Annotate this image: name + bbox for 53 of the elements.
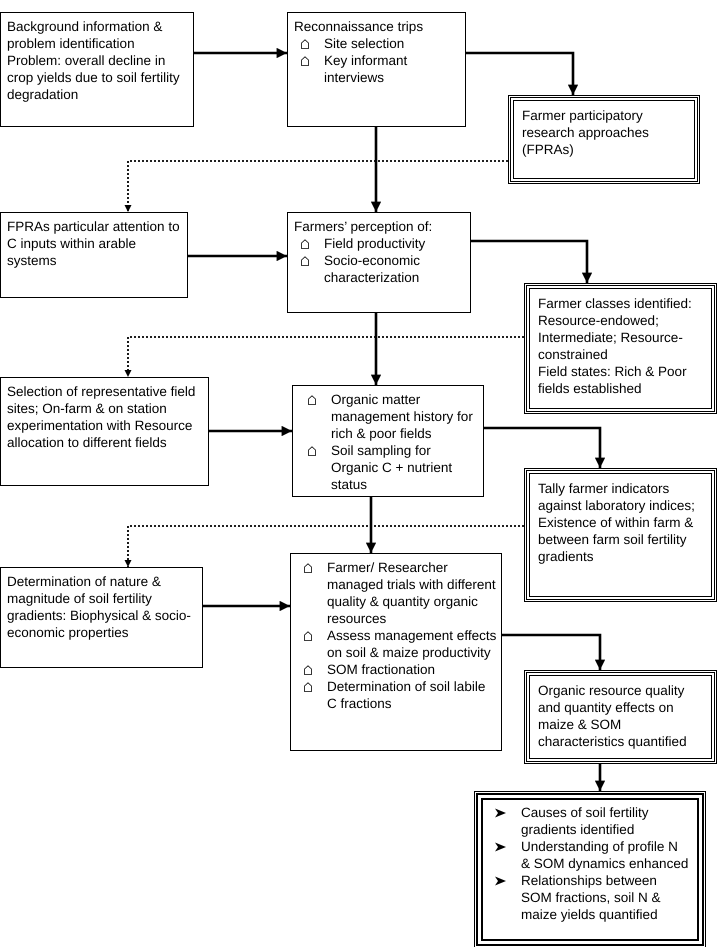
list-item-text: Understanding of profile N & SOM dynamics enhanced bbox=[521, 838, 689, 872]
box-text: Farmer participatory research approaches (FPRAs) bbox=[522, 107, 650, 158]
list-item-text: Socio-economic characterization bbox=[324, 252, 422, 286]
arrow bbox=[594, 764, 606, 791]
list-item-text: Causes of soil fertility gradients identified bbox=[521, 804, 650, 838]
outcome-box bbox=[526, 470, 715, 600]
box-text: FPRAs particular attention to C inputs within arable systems bbox=[7, 218, 181, 269]
box-text: Problem: overall decline in crop yields due to soil fertility degradation bbox=[7, 52, 181, 103]
dotted-arrow bbox=[124, 160, 508, 212]
process-box bbox=[290, 553, 502, 751]
box-text: Selection of representative field sites; On-farm & on station experimentation with Resource allocation to different fields bbox=[7, 383, 196, 451]
arrow bbox=[209, 426, 292, 436]
process-box bbox=[287, 12, 466, 127]
box-text: Determination of nature & magnitude of soil fertility gradients: Biophysical & socio-economic properties bbox=[7, 573, 192, 641]
arrow bbox=[203, 600, 290, 612]
box-text: Tally farmer indicators against laboratory indices; Existence of within farm & between farm soil fertility gradients bbox=[538, 480, 696, 565]
process-box bbox=[0, 212, 188, 298]
arrow bbox=[484, 426, 606, 468]
box-text: Farmer classes identified: Resource-endowed; Intermediate; Resource- constrained bbox=[538, 295, 693, 363]
process-box bbox=[287, 212, 471, 313]
box-text: Background information & problem identification bbox=[7, 18, 164, 52]
process-box bbox=[0, 567, 203, 668]
box-text: Organic resource quality and quantity effects on maize & SOM characteristics quantified bbox=[538, 682, 688, 750]
list-item-text: Farmer/ Researcher managed trials with different quality & quantity organic resources bbox=[327, 559, 497, 627]
box-heading: Farmers’ perception of: bbox=[294, 218, 434, 235]
arrow bbox=[466, 52, 578, 95]
list-item-text: Site selection bbox=[324, 35, 404, 52]
list-item-text: Field productivity bbox=[324, 235, 426, 252]
list-item-text: Determination of soil labile C fractions bbox=[327, 678, 486, 712]
outcome-box bbox=[476, 793, 704, 946]
box-heading: Reconnaissance trips bbox=[294, 18, 424, 35]
list-item-text: Organic matter management history for rich & poor fields bbox=[331, 391, 474, 442]
list-item-text: Soil sampling for Organic C + nutrient status bbox=[331, 442, 454, 493]
process-box bbox=[292, 385, 484, 497]
outcome-box bbox=[510, 97, 698, 182]
arrow bbox=[366, 497, 376, 553]
list-item-text: Relationships between SOM fractions, soil N & maize yields quantified bbox=[521, 872, 662, 923]
process-box bbox=[0, 377, 209, 486]
arrow bbox=[370, 313, 382, 385]
outcome-box bbox=[526, 672, 715, 762]
arrow bbox=[194, 48, 287, 58]
box-text: Field states: Rich & Poor fields established bbox=[538, 363, 688, 397]
list-item-text: Key informant interviews bbox=[324, 52, 408, 86]
dotted-arrow bbox=[124, 525, 524, 567]
process-box bbox=[0, 12, 194, 127]
outcome-box bbox=[526, 285, 715, 412]
arrow bbox=[188, 250, 287, 262]
dotted-arrow bbox=[124, 336, 524, 377]
list-item-text: Assess management effects on soil & maize productivity bbox=[327, 627, 497, 661]
arrow bbox=[502, 634, 606, 670]
arrow bbox=[471, 240, 592, 283]
arrow bbox=[370, 127, 382, 212]
list-item-text: SOM fractionation bbox=[327, 661, 436, 678]
